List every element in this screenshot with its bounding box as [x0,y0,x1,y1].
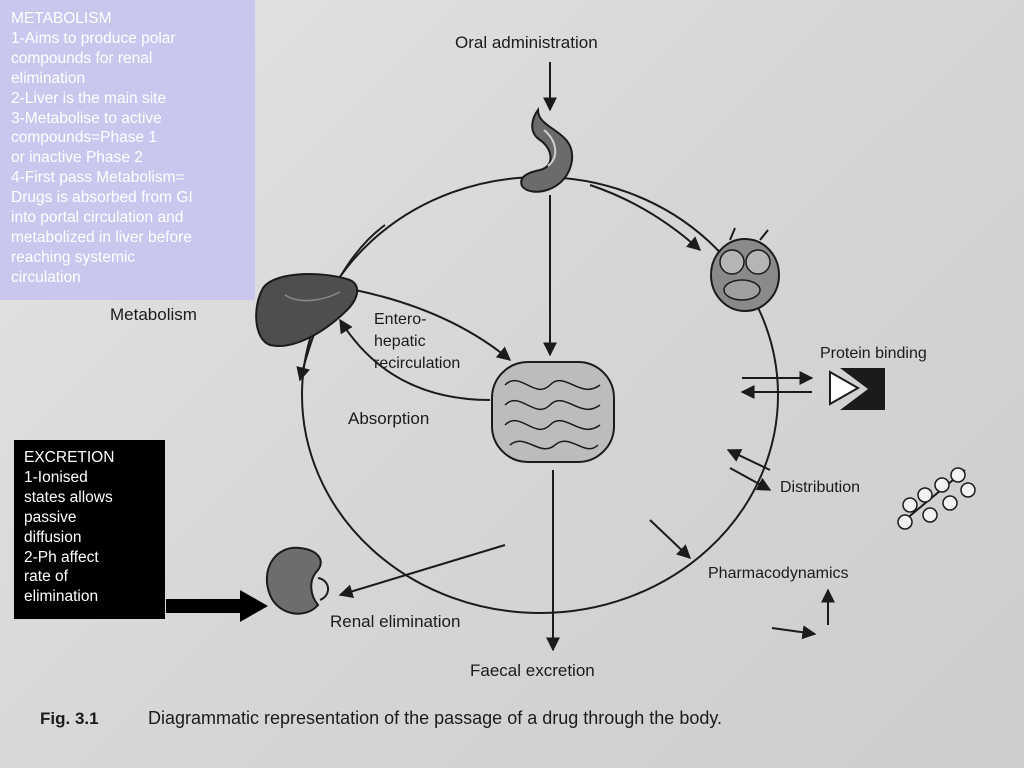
caption-number: Fig. 3.1 [40,709,99,728]
metabolism-note: METABOLISM 1-Aims to produce polar compo… [0,0,255,300]
metabolism-note-line: 4-First pass Metabolism= [11,169,185,187]
label-distribution: Distribution [780,479,860,496]
heart-icon [710,227,780,312]
excretion-note-line: rate of [24,568,68,586]
arrow-pd-in [771,625,817,640]
excretion-note-line: diffusion [24,528,82,546]
metabolism-note-line: reaching systemic [11,248,136,266]
metabolism-note-line: 2-Liver is the main site [11,89,167,107]
metabolism-note-line: circulation [11,268,81,286]
arrow-distribution-out [729,467,772,491]
arrow-distribution-in [726,449,771,471]
excretion-note-line: passive [24,508,77,526]
arrow-to-pharmacodynamics [649,519,692,559]
arrow-intestine-to-liver [339,318,491,401]
stomach-icon [520,107,574,193]
metabolism-note-line: METABOLISM [11,10,112,27]
excretion-note-line: elimination [24,588,99,606]
metabolism-note-line: 1-Aims to produce polar [11,29,176,47]
caption-text: Diagrammatic representation of the passa… [148,708,722,728]
label-metabolism: Metabolism [110,305,197,324]
label-oral-administration: Oral administration [455,33,598,52]
label-entero-hepatic-1: Entero- [374,311,426,328]
label-faecal-excretion: Faecal excretion [470,661,595,680]
excretion-note: EXCRETION 1-Ionised states allows passiv… [14,440,165,619]
liver-icon [255,273,359,347]
arrow-to-heart [589,184,702,251]
intestine-icon [491,361,615,463]
excretion-note-line: EXCRETION [24,449,115,466]
arrow-liver-to-intestine [354,289,512,361]
metabolism-note-line: into portal circulation and [11,209,184,227]
label-absorption: Absorption [348,409,429,428]
metabolism-note-line: compounds for renal [11,49,153,67]
arrow-to-renal [338,544,506,599]
metabolism-note-line: metabolized in liver before [11,228,192,246]
label-renal-elimination: Renal elimination [330,612,460,631]
distribution-cells-icon [897,467,976,530]
label-protein-binding: Protein binding [820,345,927,362]
excretion-pointer-arrow [166,590,268,622]
protein-binding-icon [829,368,885,410]
kidney-icon [265,546,329,615]
excretion-note-line: 2-Ph affect [24,548,99,566]
metabolism-note-line: compounds=Phase 1 [11,129,158,147]
metabolism-note-line: elimination [11,69,86,87]
label-pharmacodynamics: Pharmacodynamics [708,565,849,582]
metabolism-note-line: 3-Metabolise to active [11,109,162,127]
label-entero-hepatic-2: hepatic [374,333,426,350]
label-entero-hepatic-3: recirculation [374,355,460,372]
metabolism-note-line: Drugs is absorbed from GI [11,189,193,207]
metabolism-note-line: or inactive Phase 2 [11,149,143,167]
excretion-note-line: 1-Ionised [24,468,88,486]
excretion-note-line: states allows [24,488,113,506]
